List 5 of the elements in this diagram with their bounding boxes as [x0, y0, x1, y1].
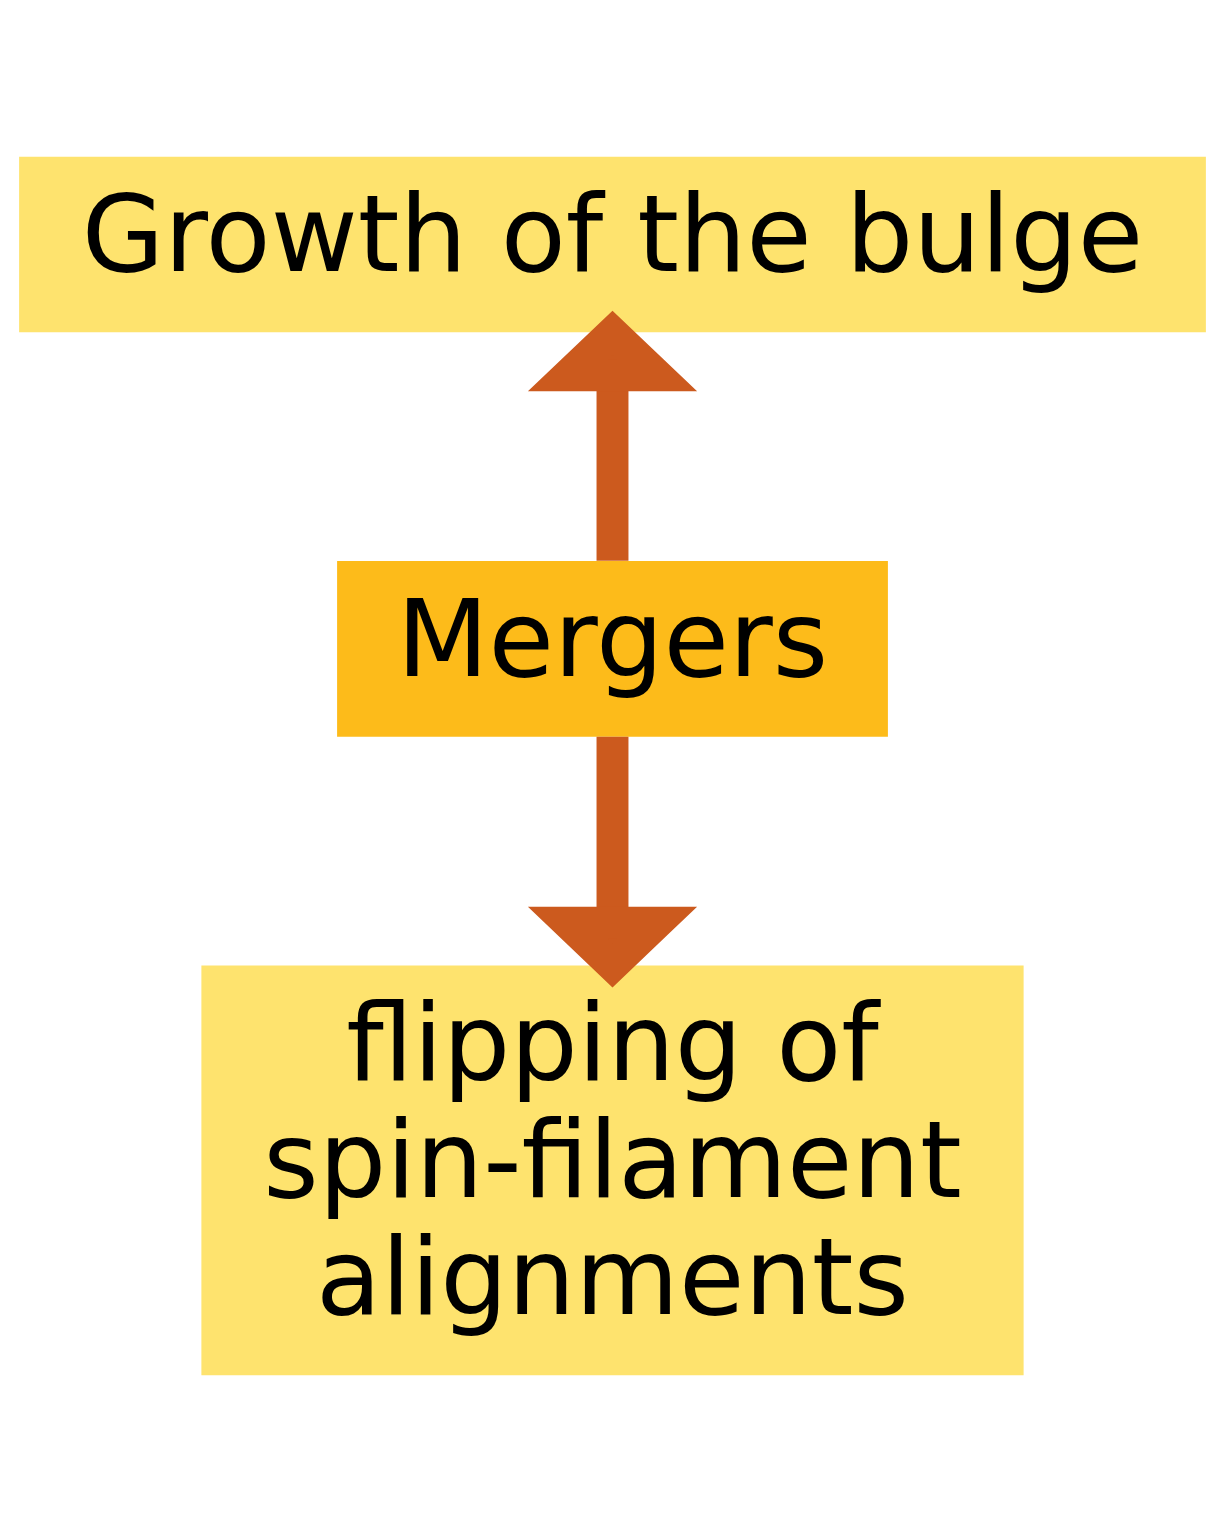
node-box: Growth of the bulge	[19, 156, 1206, 333]
node-box: flipping of spin-filament alignments	[201, 965, 1024, 1376]
arrow	[527, 310, 698, 561]
arrow	[527, 736, 698, 988]
node-box: Mergers	[337, 561, 888, 737]
